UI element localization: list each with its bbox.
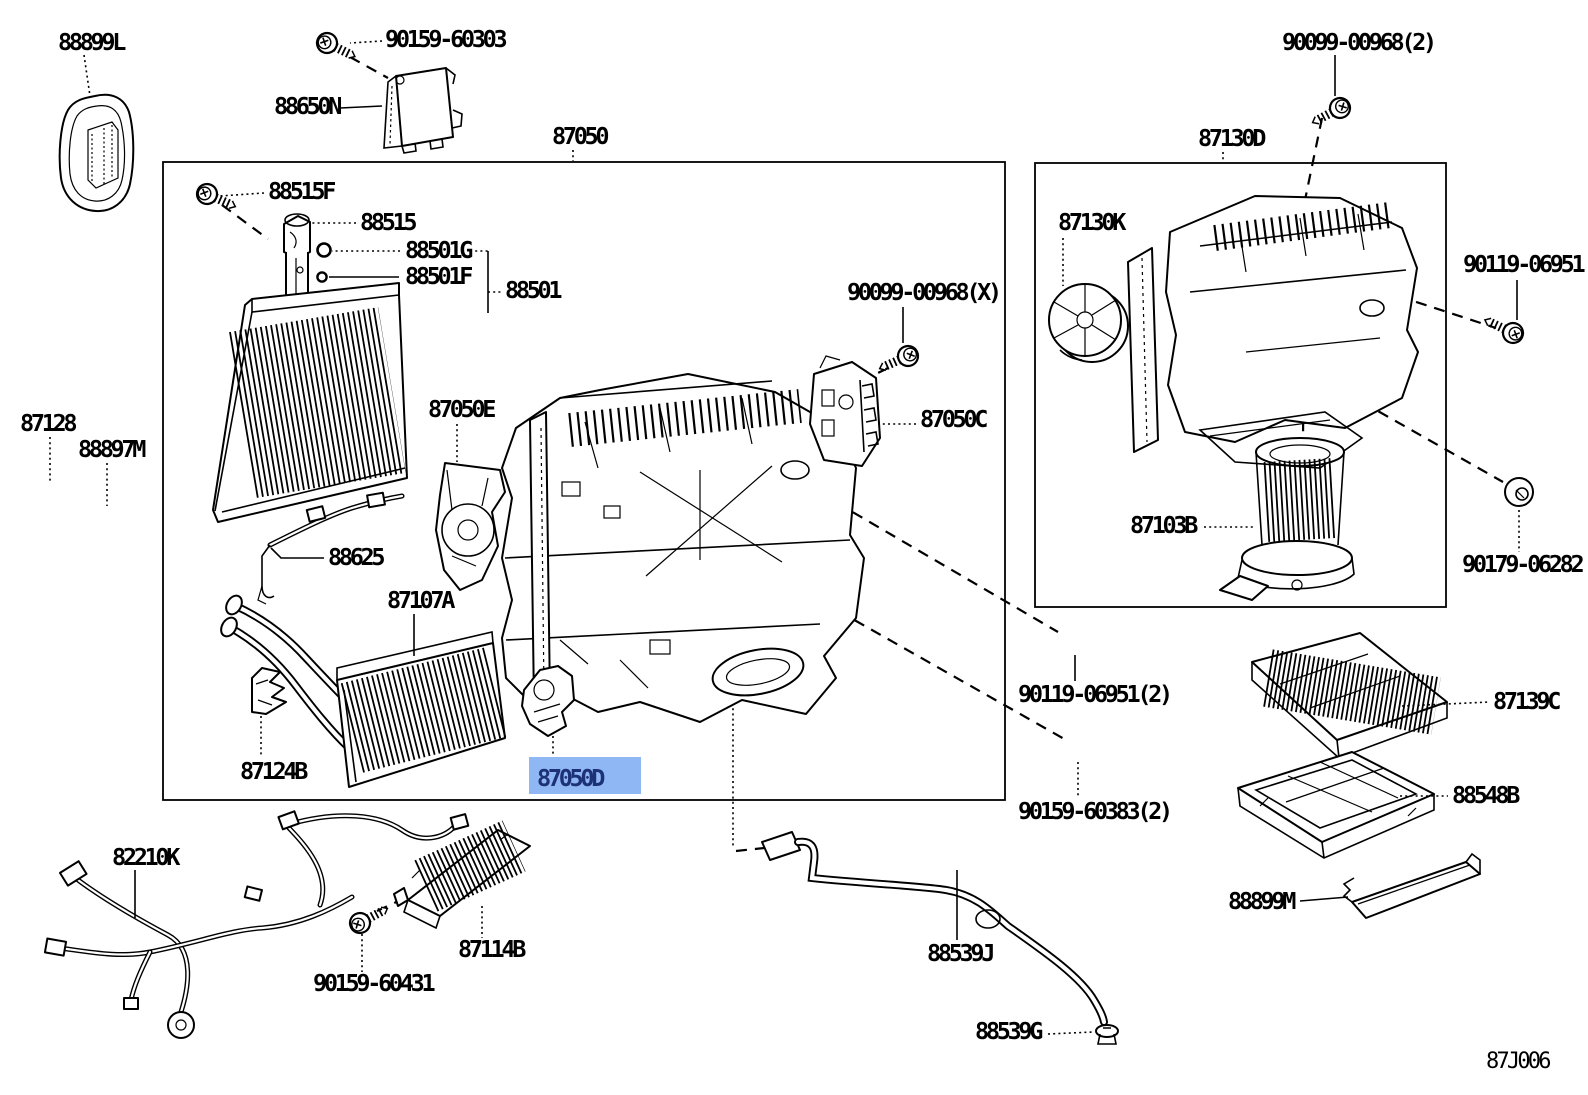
blower-fan-drawing-87130K	[1048, 283, 1129, 363]
amplifier-drawing-88650N	[383, 67, 463, 154]
part-label-87107A[interactable]: 87107A	[387, 586, 459, 614]
assembly-box-87130d	[1034, 162, 1447, 608]
part-label-88899L[interactable]: 88899L	[58, 28, 130, 56]
part-label-88650N[interactable]: 88650N	[274, 92, 345, 120]
blower-case-drawing-87130D	[1127, 195, 1419, 469]
o-ring-drawing-88501G	[316, 242, 332, 258]
part-label-90099-00968-2[interactable]: 90099-00968(2)	[1282, 28, 1437, 56]
part-label-90099-00968-X[interactable]: 90099-00968(X)	[847, 278, 1002, 306]
part-label-90119-06951[interactable]: 90119-06951	[1463, 250, 1588, 278]
heater-core-drawing-87107A	[220, 594, 508, 788]
pipe-sensor-drawing-88625	[257, 491, 405, 605]
part-label-88501G[interactable]: 88501G	[405, 236, 476, 264]
screw-icon-90099-00968-2	[1308, 94, 1354, 131]
evaporator-drawing-88501	[212, 282, 408, 523]
wiring-harness-drawing-82210K	[43, 810, 470, 1039]
servo-drawing-87050E	[435, 462, 506, 591]
part-label-90119-06951-2[interactable]: 90119-06951(2)	[1018, 680, 1173, 708]
part-label-88515[interactable]: 88515	[360, 208, 420, 236]
servo-drawing-87050C	[809, 355, 881, 467]
part-label-87050[interactable]: 87050	[552, 122, 612, 150]
part-label-88501[interactable]: 88501	[505, 276, 566, 304]
part-label-88548B[interactable]: 88548B	[1452, 781, 1524, 809]
leader-lines	[49, 40, 1520, 1035]
part-label-88897M[interactable]: 88897M	[78, 435, 150, 463]
part-label-87050E[interactable]: 87050E	[428, 395, 499, 423]
part-label-87050D[interactable]: 87050D	[537, 764, 609, 792]
ptc-heater-drawing-87114B	[393, 820, 531, 930]
drain-hose-drawing-88539J	[761, 831, 1108, 1026]
part-label-90159-60383-2[interactable]: 90159-60383(2)	[1018, 797, 1173, 825]
part-label-88539G[interactable]: 88539G	[975, 1017, 1046, 1045]
grommet-drawing-90179-06282	[1504, 477, 1534, 507]
screw-icon-88515F	[194, 181, 240, 216]
part-label-88539J[interactable]: 88539J	[927, 939, 997, 967]
cabin-filter-drawing-87139C	[1251, 632, 1448, 759]
filter-tray-drawing-88548B	[1237, 751, 1435, 859]
part-label-88625[interactable]: 88625	[328, 543, 388, 571]
part-label-87139C[interactable]: 87139C	[1493, 687, 1564, 715]
cover-drawing-88899L	[58, 93, 135, 213]
screw-icon-90119-06951	[1481, 311, 1527, 346]
part-label-88501F[interactable]: 88501F	[405, 262, 476, 290]
clip-drawing-88539G	[1095, 1024, 1119, 1045]
part-label-87130D[interactable]: 87130D	[1198, 124, 1270, 152]
assembly-box-87050	[162, 161, 1006, 801]
highlight-box-87050D	[529, 757, 641, 794]
part-labels: 88899L 90159-60303 88650N 87050 90099-00…	[20, 25, 1588, 1045]
part-label-88899M[interactable]: 88899M	[1228, 887, 1300, 915]
blower-motor-drawing-87103B	[1219, 437, 1355, 601]
part-label-87114B[interactable]: 87114B	[458, 935, 530, 963]
part-label-90179-06282[interactable]: 90179-06282	[1462, 550, 1587, 578]
part-label-87050C[interactable]: 87050C	[920, 405, 991, 433]
part-label-87128[interactable]: 87128	[20, 409, 80, 437]
part-label-87103B[interactable]: 87103B	[1130, 511, 1202, 539]
part-label-87130K[interactable]: 87130K	[1058, 208, 1131, 236]
hvac-main-unit-drawing	[501, 373, 865, 723]
damp-strip-drawing-88899M	[1342, 852, 1481, 919]
part-label-90159-60431[interactable]: 90159-60431	[313, 969, 439, 997]
part-label-90159-60303[interactable]: 90159-60303	[385, 25, 510, 53]
part-label-87124B[interactable]: 87124B	[240, 757, 312, 785]
servo-drawing-87050D	[521, 665, 575, 737]
drawing-code: 87J006	[1486, 1049, 1550, 1074]
o-ring-drawing-88501F	[316, 271, 328, 283]
screw-icon-90099-00968X	[876, 343, 922, 378]
part-label-82210K[interactable]: 82210K	[112, 843, 185, 871]
clamp-drawing-87124B	[251, 667, 287, 715]
part-label-88515F[interactable]: 88515F	[268, 177, 339, 205]
screw-icon-90159-60431	[346, 900, 392, 937]
screw-icon-90159-60303	[314, 30, 360, 66]
